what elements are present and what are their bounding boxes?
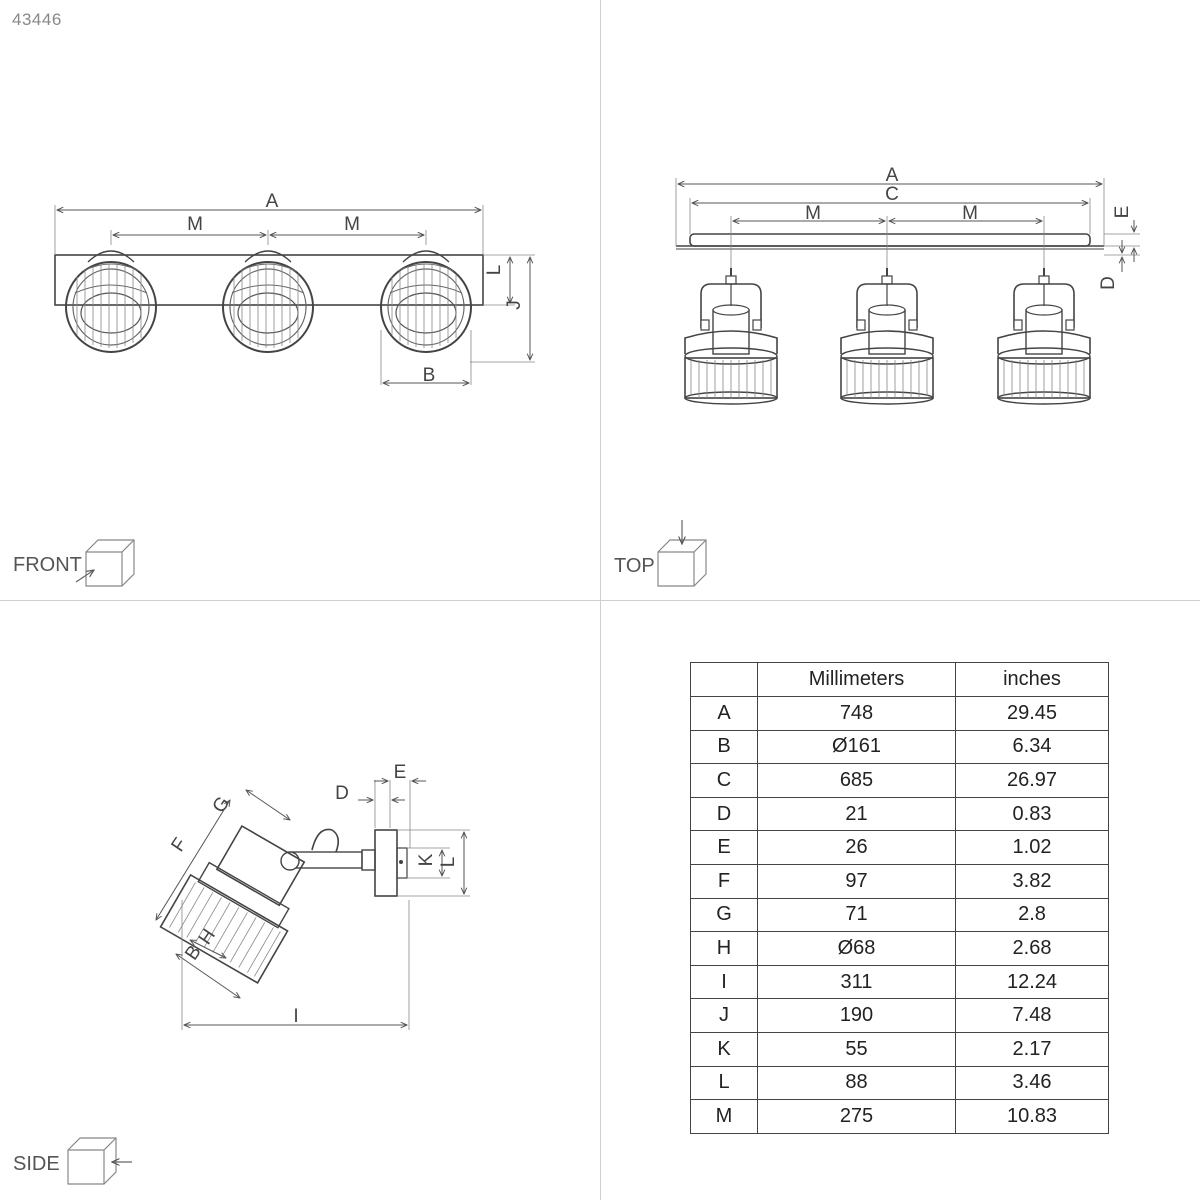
side-dim-h: H <box>195 925 220 948</box>
top-dim-m-right: M <box>962 203 978 224</box>
table-cell: 190 <box>757 998 956 1033</box>
front-dim-b: B <box>423 365 436 386</box>
table-cell: 88 <box>757 1065 956 1101</box>
table-cell: D <box>690 796 758 832</box>
front-view-label: FRONT <box>13 554 82 576</box>
top-plate <box>689 233 1091 247</box>
top-spot-1 <box>684 267 778 405</box>
front-shade-3 <box>380 261 472 353</box>
side-dim-k: K <box>416 853 437 866</box>
table-cell: 97 <box>757 863 956 899</box>
front-dim-m-left: M <box>187 214 203 235</box>
table-cell: 3.46 <box>955 1065 1109 1101</box>
table-cell: 2.8 <box>955 897 1109 933</box>
table-cell: 2.17 <box>955 1031 1109 1067</box>
front-view: A M M L J B FRONT <box>13 191 535 587</box>
side-cube-icon <box>67 1137 132 1185</box>
table-cell: B <box>690 729 758 765</box>
table-cell: L <box>690 1065 758 1101</box>
front-dim-l: L <box>484 265 505 276</box>
table-cell: F <box>690 863 758 899</box>
side-view-label: SIDE <box>13 1153 60 1175</box>
front-dim-m-right: M <box>344 214 360 235</box>
table-cell: 685 <box>757 763 956 798</box>
table-cell: G <box>690 897 758 933</box>
table-header-row: Millimeters inches <box>690 662 1109 697</box>
table-cell: K <box>690 1031 758 1067</box>
table-cell: 26 <box>757 830 956 865</box>
table-cell: J <box>690 998 758 1033</box>
top-dim-m-left: M <box>805 203 821 224</box>
table-cell: 311 <box>757 964 956 1000</box>
table-cell: 1.02 <box>955 830 1109 865</box>
front-cube-icon <box>75 539 135 587</box>
side-dim-f: F <box>167 834 191 855</box>
table-cell: Ø68 <box>757 931 956 966</box>
top-spot-3 <box>997 267 1091 405</box>
side-dim-l: L <box>438 857 459 868</box>
table-cell: 3.82 <box>955 863 1109 899</box>
front-plate <box>54 254 484 306</box>
front-shade-2 <box>222 261 314 353</box>
side-dim-i: I <box>293 1006 298 1027</box>
table-cell: 275 <box>757 1099 956 1134</box>
table-cell: H <box>690 931 758 966</box>
table-cell: 29.45 <box>955 696 1109 731</box>
top-dim-c: C <box>885 184 899 205</box>
product-code: 43446 <box>12 10 62 29</box>
top-dim-a: A <box>886 165 899 186</box>
top-dim-e: E <box>1112 206 1133 219</box>
table-cell: 0.83 <box>955 796 1109 832</box>
table-cell: 2.68 <box>955 931 1109 966</box>
side-dim-g: G <box>209 793 235 817</box>
top-cube-icon <box>657 520 707 587</box>
top-view-label: TOP <box>614 555 655 577</box>
side-view: D E K L G F H B I SIDE <box>13 762 470 1185</box>
table-cell: 6.34 <box>955 729 1109 765</box>
side-dim-d: D <box>335 783 349 804</box>
table-cell: A <box>690 696 758 731</box>
front-dim-j: J <box>504 300 525 310</box>
table-header-cell <box>690 662 758 697</box>
side-dim-e: E <box>394 762 407 783</box>
table-cell: I <box>690 964 758 1000</box>
table-cell: 26.97 <box>955 763 1109 798</box>
quadrant-divider-horizontal <box>0 600 1200 601</box>
front-dim-a: A <box>266 191 279 212</box>
table-cell: 12.24 <box>955 964 1109 1000</box>
front-shade-1 <box>65 261 157 353</box>
table-cell: 71 <box>757 897 956 933</box>
table-cell: 748 <box>757 696 956 731</box>
table-cell: 55 <box>757 1031 956 1067</box>
table-cell: M <box>690 1099 758 1134</box>
table-cell: C <box>690 763 758 798</box>
top-spot-2 <box>840 267 934 405</box>
side-plate <box>374 829 398 897</box>
table-cell: Ø161 <box>757 729 956 765</box>
table-cell: 10.83 <box>955 1099 1109 1134</box>
table-header-cell: Millimeters <box>757 662 956 697</box>
top-view: A C M M E D TOP <box>614 165 1140 587</box>
table-cell: 7.48 <box>955 998 1109 1033</box>
table-cell: E <box>690 830 758 865</box>
table-header-cell: inches <box>955 662 1109 697</box>
table-cell: 21 <box>757 796 956 832</box>
top-dim-d: D <box>1098 276 1119 290</box>
